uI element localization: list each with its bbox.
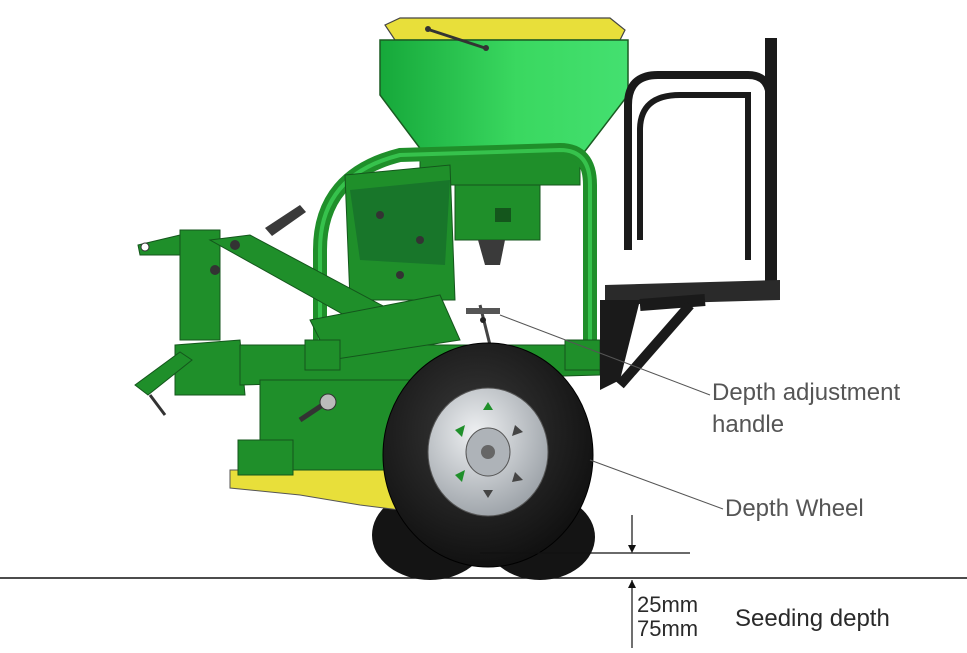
depth-adjustment-label-line2: handle: [712, 411, 785, 438]
depth-wheel: [382, 342, 594, 568]
rear-step: [600, 38, 780, 390]
seeding-depth-label: Seeding depth: [735, 605, 890, 632]
lower-chassis: [237, 294, 601, 476]
depth-adjustment-handle-part: [466, 304, 500, 346]
depth-wheel-label: Depth Wheel: [725, 495, 864, 522]
depth-dimension: [480, 515, 690, 648]
depth-min-label: 25mm: [637, 592, 699, 617]
main-frame: [313, 142, 597, 355]
handle-callout-line: [499, 314, 711, 396]
three-point-hitch: [134, 205, 401, 416]
wheel-callout-line: [589, 459, 724, 510]
depth-max-label: 75mm: [637, 616, 699, 641]
depth-adjustment-label-line1: Depth adjustment: [712, 379, 901, 406]
